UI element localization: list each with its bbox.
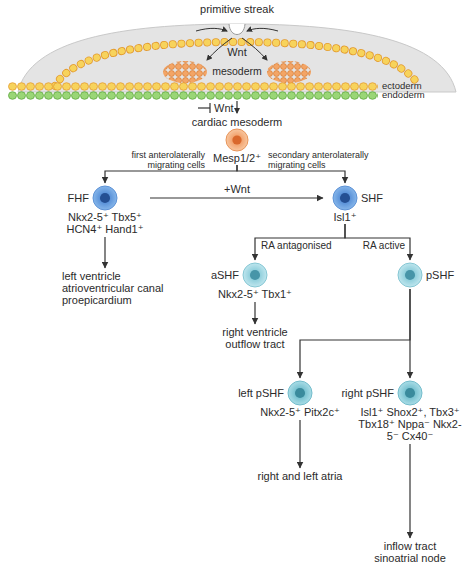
cell-body bbox=[288, 381, 312, 405]
cell-nucleus bbox=[340, 193, 350, 203]
edge-label: RA antagonised bbox=[261, 240, 351, 251]
cell-nucleus bbox=[405, 270, 415, 280]
edge-label: first anterolaterally migrating cells bbox=[105, 150, 205, 170]
fate-text: right and left atria bbox=[240, 470, 360, 482]
mesoderm-cluster bbox=[267, 61, 311, 83]
fate-box: right ventricle outflow tract bbox=[210, 326, 300, 350]
annotation-label: endoderm bbox=[382, 90, 462, 101]
edge-label: secondary anterolaterally migrating cell… bbox=[268, 150, 380, 170]
fate-box: inflow tract sinoatrial node bbox=[365, 540, 455, 564]
cell-nucleus bbox=[250, 270, 260, 280]
connector-arrow bbox=[299, 420, 300, 468]
annotation-label: mesoderm bbox=[192, 66, 282, 78]
annotation-label: Wnt bbox=[214, 102, 244, 114]
cell-node: FHF Nkx2-5⁺ Tbx5⁺ HCN4⁺ Hand1⁺ bbox=[62, 185, 148, 235]
cell-body bbox=[243, 263, 267, 287]
connector-arrow bbox=[409, 289, 410, 378]
primitive-streak-groove bbox=[229, 24, 245, 35]
cell-node: aSHF Nkx2-5⁺ Tbx1⁺ bbox=[212, 262, 298, 300]
cell-icon bbox=[225, 128, 249, 152]
annotation-label: primitive streak bbox=[177, 3, 297, 15]
epiblast-arc bbox=[55, 42, 419, 86]
cell-node: SHFIsl1⁺ bbox=[325, 185, 365, 223]
fate-text: right ventricle outflow tract bbox=[210, 326, 300, 350]
connector-arrow bbox=[150, 197, 323, 198]
annotation-label: Wnt bbox=[217, 46, 257, 58]
cell-body bbox=[398, 381, 422, 405]
migration-arrow bbox=[247, 28, 278, 31]
specification-arrow bbox=[236, 101, 237, 113]
marker-genes: Nkx2-5⁺ Tbx5⁺ HCN4⁺ Hand1⁺ bbox=[62, 211, 148, 235]
marker-genes: Nkx2-5⁺ Tbx1⁺ bbox=[212, 288, 298, 300]
edge-label: +Wnt bbox=[207, 183, 267, 195]
connector-arrow bbox=[104, 237, 105, 268]
connector-arrow bbox=[254, 302, 255, 324]
cell-node: right pSHFIsl1⁺ Shox2⁺, Tbx3⁺ Tbx18⁺ Npp… bbox=[354, 380, 466, 442]
fate-text: left ventricle atrioventricular canal pr… bbox=[62, 270, 184, 306]
cell-icon bbox=[397, 262, 423, 288]
cell-name: pSHF bbox=[426, 269, 454, 281]
cell-name: aSHF bbox=[211, 269, 239, 281]
mesoderm-cluster bbox=[163, 61, 207, 83]
cell-nucleus bbox=[295, 388, 305, 398]
endoderm-layer bbox=[8, 91, 378, 100]
cell-name: right pSHF bbox=[341, 387, 394, 399]
fate-text: inflow tract sinoatrial node bbox=[365, 540, 455, 564]
marker-genes: Nkx2-5⁺ Pitx2c⁺ bbox=[254, 406, 346, 418]
cell-body bbox=[93, 186, 117, 210]
connector-arrow bbox=[300, 289, 410, 378]
cell-node: pSHF bbox=[395, 262, 425, 288]
cell-node: left pSHFNkx2-5⁺ Pitx2c⁺ bbox=[254, 380, 346, 418]
cell-body bbox=[333, 186, 357, 210]
cell-name: FHF bbox=[68, 192, 89, 204]
edge-label: RA active bbox=[330, 240, 405, 251]
cell-nucleus bbox=[232, 135, 241, 144]
inhibition-symbol bbox=[198, 107, 210, 108]
fate-box: right and left atria bbox=[240, 470, 360, 482]
cell-name: left pSHF bbox=[238, 387, 284, 399]
fate-box: left ventricle atrioventricular canal pr… bbox=[62, 270, 184, 306]
connector-arrow bbox=[409, 444, 410, 538]
cell-icon bbox=[397, 380, 423, 406]
marker-genes: Isl1⁺ bbox=[325, 211, 365, 223]
cell-name: cardiac mesoderm bbox=[182, 116, 292, 128]
inhibition-bar bbox=[209, 103, 210, 113]
cell-icon bbox=[287, 380, 313, 406]
epiblast-arc-outline bbox=[55, 42, 419, 86]
cell-body bbox=[398, 263, 422, 287]
cell-body bbox=[226, 129, 248, 151]
cell-name: SHF bbox=[361, 192, 383, 204]
cell-nucleus bbox=[405, 388, 415, 398]
marker-genes: Isl1⁺ Shox2⁺, Tbx3⁺ Tbx18⁺ Nppa⁻ Nkx2-5⁻… bbox=[354, 406, 466, 442]
cell-nucleus bbox=[100, 193, 110, 203]
ectoderm-layer bbox=[8, 82, 378, 91]
cell-icon bbox=[332, 185, 358, 211]
cell-icon bbox=[242, 262, 268, 288]
cell-icon bbox=[92, 185, 118, 211]
migration-arrow bbox=[196, 28, 227, 31]
